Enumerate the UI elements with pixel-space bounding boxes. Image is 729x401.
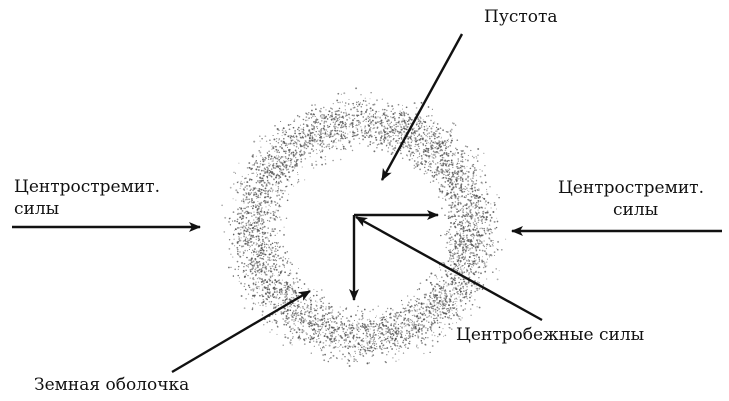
crust-pointer-arrow [172, 291, 310, 372]
centripetal-label-right-line1: Центростремит. [558, 177, 704, 199]
centripetal-label-left-line1: Центростремит. [14, 176, 160, 198]
crust-label: Земная оболочка [34, 374, 189, 396]
centrifugal-label: Центробежные силы [456, 324, 644, 346]
centripetal-label-right-line2: силы [613, 199, 658, 221]
void-label: Пустота [484, 6, 558, 28]
centripetal-label-left-line2: силы [14, 198, 59, 220]
